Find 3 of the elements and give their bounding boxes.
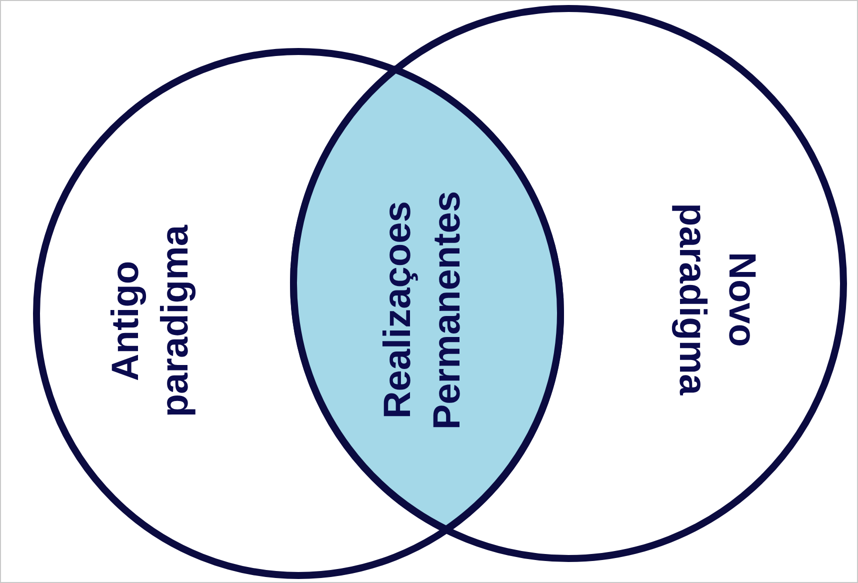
region-label: Novo paradigma — [670, 203, 764, 396]
region-label: Antigo paradigma — [104, 225, 197, 418]
region-label: Realizaçoes Permanentes — [376, 191, 469, 430]
